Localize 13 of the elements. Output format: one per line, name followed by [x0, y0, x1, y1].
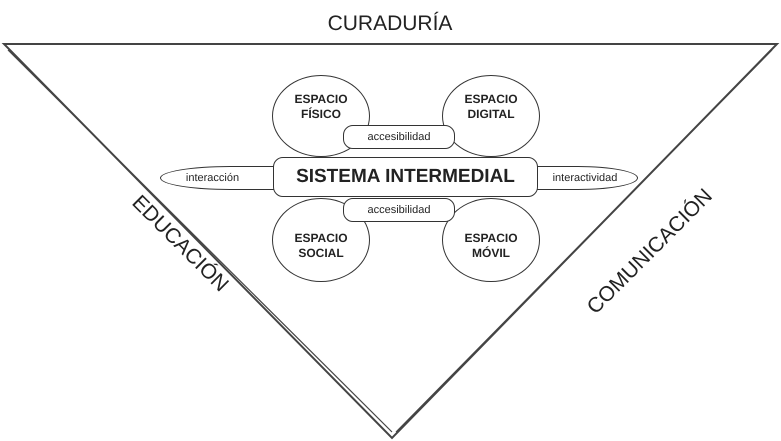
node-label: accesibilidad — [368, 202, 430, 218]
process-box — [273, 157, 538, 197]
node-label: interactividad — [552, 170, 618, 186]
node-label: ESPACIO SOCIAL — [293, 231, 349, 261]
side-label: CURADURÍA — [326, 10, 454, 37]
node-label: SISTEMA INTERMEDIAL — [296, 164, 515, 189]
rounded-box — [343, 198, 455, 222]
node-label: accesibilidad — [368, 130, 430, 145]
node-label: interacción — [186, 170, 240, 186]
node-label: ESPACIO FÍSICO — [293, 92, 349, 122]
node-label: ESPACIO DIGITAL — [463, 92, 519, 122]
node-label: ESPACIO MÓVIL — [463, 231, 519, 261]
rounded-box — [343, 125, 455, 149]
